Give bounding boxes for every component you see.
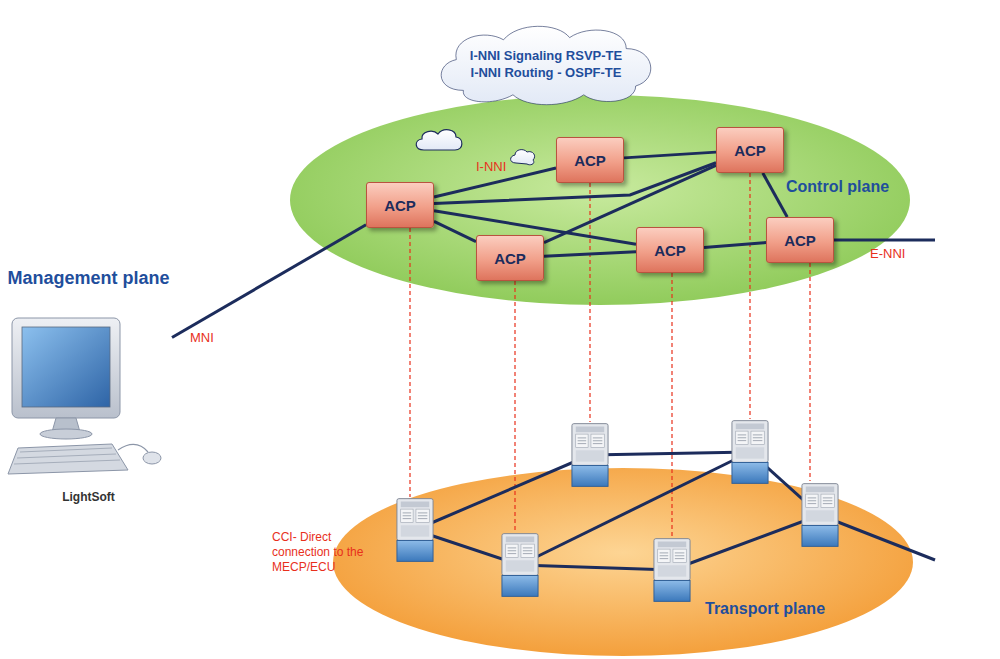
protocol-text: I-NNI Routing - OSPF-TE xyxy=(471,64,622,81)
cci-line xyxy=(749,173,750,419)
mouse-cable xyxy=(118,444,148,452)
annotation-box: E-NNI xyxy=(870,246,905,261)
keyboard xyxy=(8,444,128,474)
acp-box: ACP xyxy=(366,182,434,228)
cci-line xyxy=(514,281,515,531)
network-element xyxy=(654,539,690,602)
management-station: Management planeLightSoft xyxy=(5,268,172,504)
fiber-link xyxy=(590,452,750,455)
product-name: LightSoft xyxy=(62,490,115,504)
network-element xyxy=(397,499,433,562)
cloud-outline xyxy=(428,20,664,108)
acp-label: ACP xyxy=(784,232,816,249)
plane-region: Control planeACPACPACPACPACPACP xyxy=(290,95,910,305)
enni-link xyxy=(834,239,935,242)
acp-label: ACP xyxy=(654,242,686,259)
cloud-shape xyxy=(441,26,651,104)
region-outline xyxy=(333,468,913,656)
annotation-box: CCI- Direct connection to the MECP/ECU xyxy=(272,530,390,575)
plane-region: Transport plane xyxy=(333,468,913,656)
monitor-screen xyxy=(22,327,110,407)
acp-box: ACP xyxy=(556,137,624,183)
cci-line xyxy=(589,183,590,422)
acp-box: ACP xyxy=(476,235,544,281)
network-element xyxy=(502,534,538,597)
acp-box: ACP xyxy=(636,227,704,273)
protocol-text: I-NNI Signaling RSVP-TE xyxy=(470,47,622,64)
plane-title: Transport plane xyxy=(705,600,825,618)
acp-label: ACP xyxy=(494,250,526,267)
plane-title: Management plane xyxy=(7,268,169,289)
interface-label-box: MNI xyxy=(190,330,214,345)
network-element xyxy=(732,421,768,484)
interface-label: E-NNI xyxy=(870,246,905,261)
acp-label: ACP xyxy=(384,197,416,214)
plane-title: Control plane xyxy=(786,178,889,196)
interface-label: I-NNI xyxy=(476,159,506,174)
monitor-base xyxy=(40,429,92,439)
cci-line xyxy=(809,263,810,481)
monitor-bezel xyxy=(12,318,120,418)
region-ellipse xyxy=(333,468,913,656)
acp-label: ACP xyxy=(734,142,766,159)
network-element xyxy=(572,424,608,487)
signaling-cloud: I-NNI Signaling RSVP-TEI-NNI Routing - O… xyxy=(428,20,664,108)
keyboard-keys xyxy=(14,448,120,464)
mni-link xyxy=(172,225,366,338)
network-element xyxy=(802,484,838,547)
interface-label: MNI xyxy=(190,330,214,345)
mouse xyxy=(143,452,161,464)
region-ellipse xyxy=(290,95,910,305)
annotation-box: I-NNI xyxy=(476,159,506,174)
acp-box: ACP xyxy=(716,127,784,173)
acp-label: ACP xyxy=(574,152,606,169)
cci-note: CCI- Direct connection to the MECP/ECU xyxy=(272,530,390,575)
acp-box: ACP xyxy=(766,217,834,263)
